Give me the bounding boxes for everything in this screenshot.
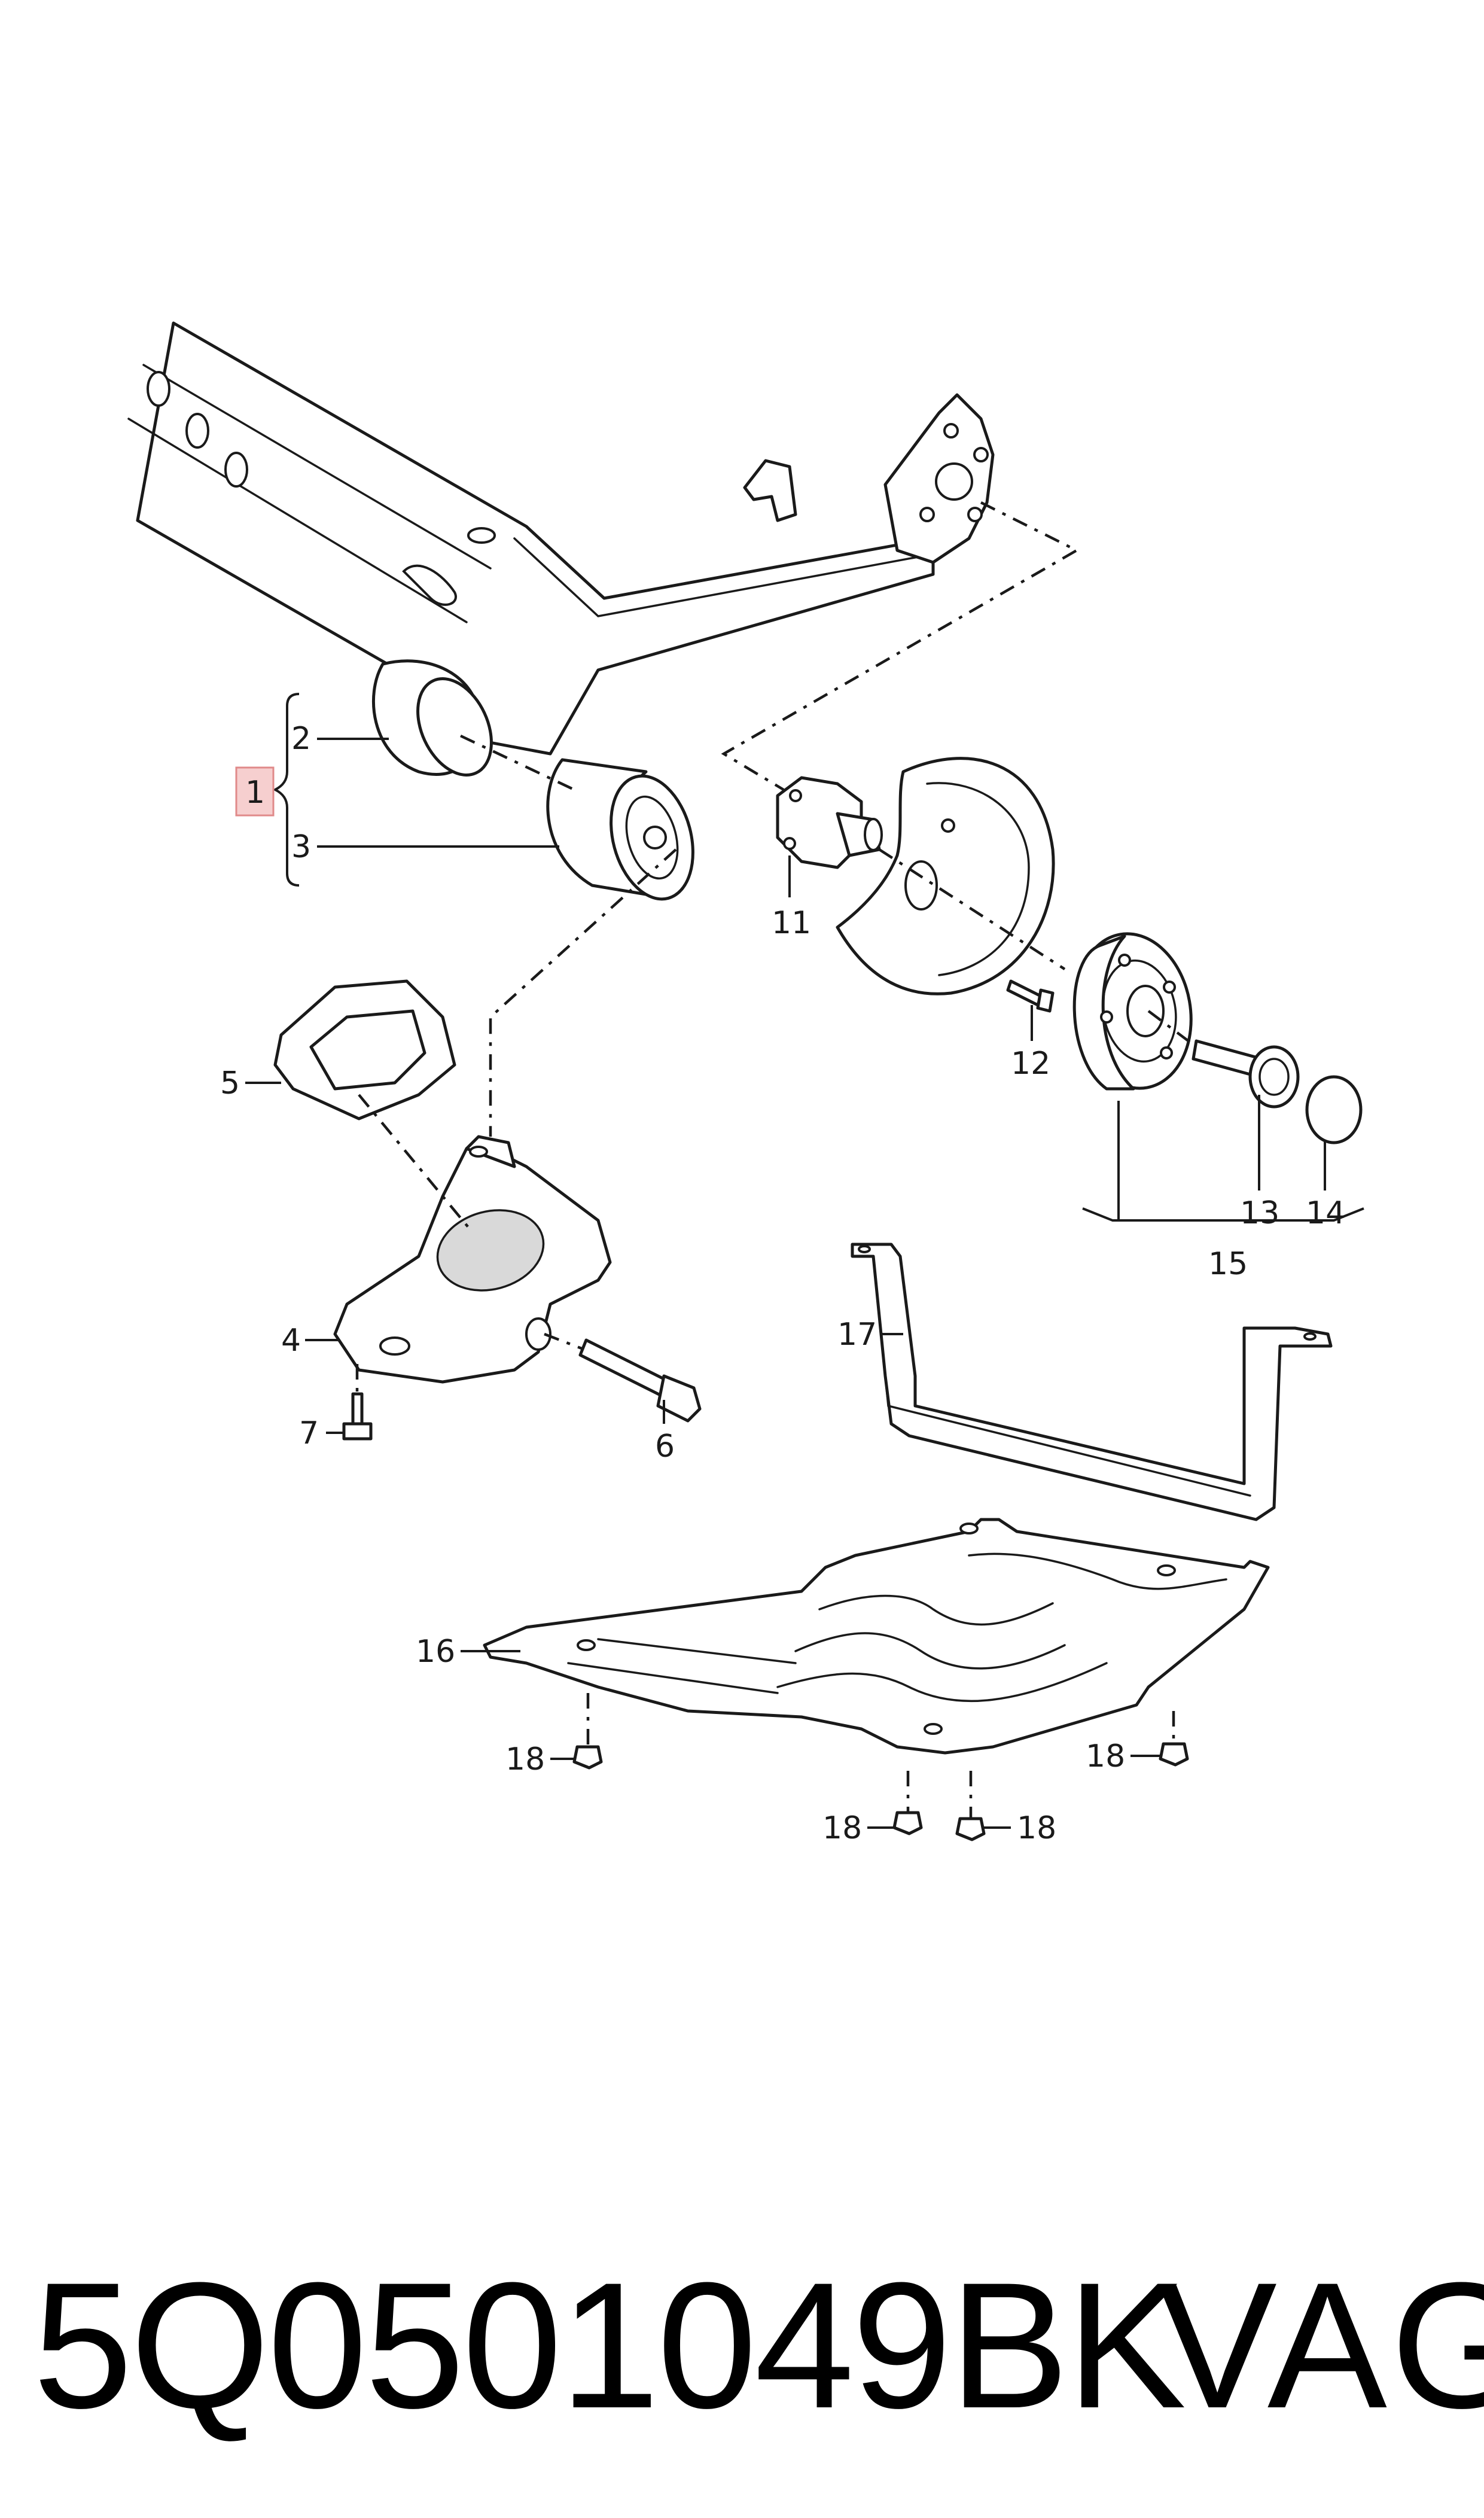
callout-18-a: 18 bbox=[505, 1741, 545, 1777]
callout-12: 12 bbox=[1011, 1046, 1050, 1082]
mounting-plate bbox=[273, 979, 456, 1121]
callout-1-highlight bbox=[235, 766, 275, 817]
stub-axle bbox=[776, 776, 883, 869]
callout-14: 14 bbox=[1306, 1195, 1345, 1231]
backing-plate bbox=[836, 757, 1055, 995]
callout-16: 16 bbox=[416, 1634, 455, 1670]
callout-18-d: 18 bbox=[1086, 1738, 1125, 1774]
nut-18b bbox=[892, 1811, 923, 1835]
leader-lines bbox=[245, 693, 1364, 1829]
callout-18-c: 18 bbox=[1017, 1810, 1056, 1846]
callout-13: 13 bbox=[1240, 1195, 1279, 1231]
callout-1: 1 bbox=[245, 775, 265, 811]
nut-18a bbox=[572, 1745, 603, 1770]
axle-nut-bolt bbox=[1192, 1039, 1300, 1109]
brand-name: VAG bbox=[1157, 2245, 1484, 2446]
callout-3: 3 bbox=[291, 829, 311, 865]
callout-4: 4 bbox=[281, 1323, 301, 1359]
rubber-bushing bbox=[546, 758, 694, 901]
underbody-shield bbox=[483, 1518, 1270, 1755]
nut-18d bbox=[1159, 1742, 1189, 1767]
rear-axle-beam bbox=[127, 321, 995, 777]
callout-17: 17 bbox=[837, 1317, 877, 1353]
axle-mounting-bracket bbox=[333, 1135, 612, 1384]
callout-2: 2 bbox=[291, 721, 311, 757]
callout-labels: 1 2 3 4 5 6 7 11 12 13 14 15 16 17 18 18… bbox=[220, 721, 1345, 1846]
assembly-lines bbox=[355, 501, 1197, 1819]
callout-11: 11 bbox=[772, 905, 811, 941]
hub-bolt bbox=[1006, 979, 1055, 1013]
frame-bracket bbox=[851, 1243, 1333, 1521]
callout-5: 5 bbox=[220, 1065, 240, 1101]
callout-18-b: 18 bbox=[822, 1810, 862, 1846]
nut-18c bbox=[955, 1817, 986, 1841]
hub-cap bbox=[1305, 1075, 1363, 1144]
small-screw bbox=[342, 1392, 373, 1441]
callout-15: 15 bbox=[1208, 1246, 1248, 1282]
callout-6: 6 bbox=[655, 1429, 675, 1464]
callout-7: 7 bbox=[299, 1415, 319, 1451]
wheel-hub-assembly bbox=[1072, 932, 1193, 1091]
long-bolt bbox=[578, 1338, 702, 1423]
part-number: 5Q0501049BK bbox=[33, 2245, 1186, 2446]
